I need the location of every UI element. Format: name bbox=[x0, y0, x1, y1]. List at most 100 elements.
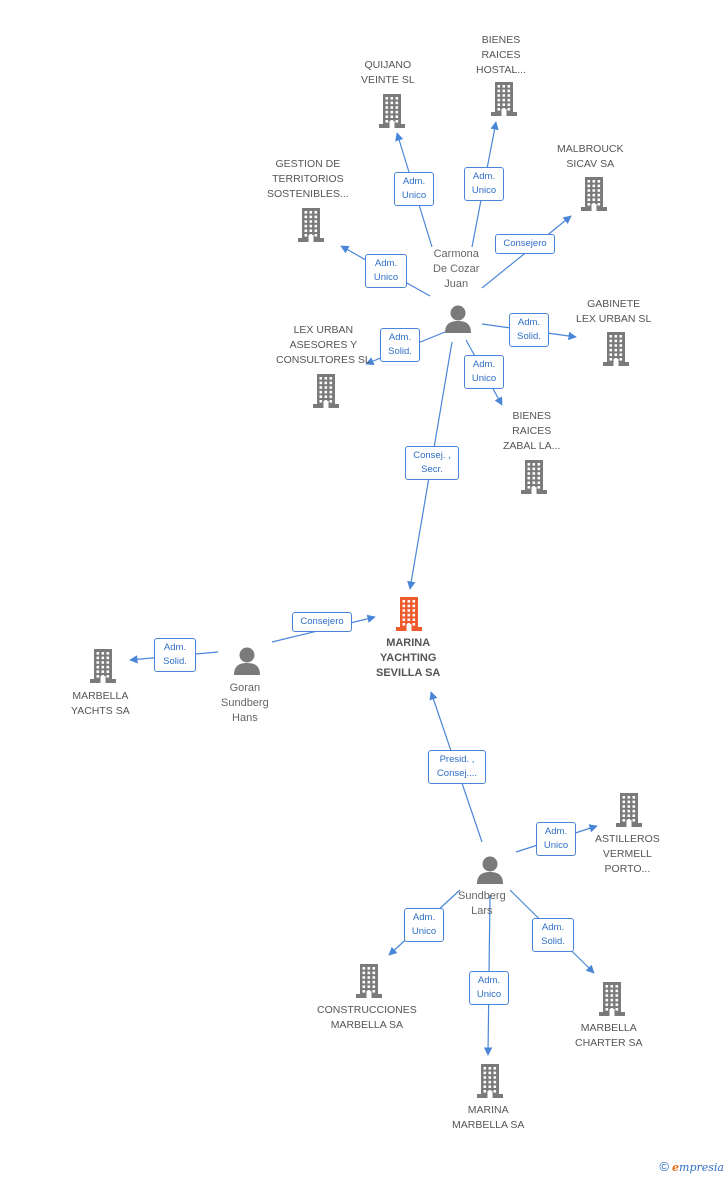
gestion-label-line: GESTION DE bbox=[275, 158, 341, 170]
role-text: Adm. bbox=[541, 922, 565, 933]
bienes-hostal-label-line: RAICES bbox=[481, 49, 521, 61]
role-text: Unico bbox=[471, 185, 497, 196]
gabinete-building-icon[interactable] bbox=[603, 332, 629, 366]
role-text: Adm. bbox=[517, 317, 541, 328]
carmona-gabinete-role-label[interactable]: Adm. Solid. bbox=[509, 313, 549, 347]
carmona-quijano-role-label[interactable]: Adm. Unico bbox=[394, 172, 434, 206]
malbrouck-building-icon[interactable] bbox=[581, 177, 607, 211]
role-text: Unico bbox=[411, 926, 437, 937]
carmona-name-line: Juan bbox=[444, 278, 469, 290]
carmona-malbrouck-role-label[interactable]: Consejero bbox=[495, 234, 555, 254]
carmona-zabal-role-label[interactable]: Adm.Unico bbox=[464, 355, 504, 389]
role-text: Adm. bbox=[472, 171, 496, 182]
bienes-zabal-label-line: BIENES bbox=[512, 410, 551, 422]
malbrouck-label-line: SICAV SA bbox=[566, 158, 615, 170]
sundberg-name-line: Sundberg bbox=[458, 890, 506, 902]
marbella-yachts-label[interactable]: MARBELLA YACHTS SA bbox=[71, 689, 130, 719]
bienes-hostal-building-icon[interactable] bbox=[491, 82, 517, 116]
astilleros-building-icon[interactable] bbox=[616, 793, 642, 827]
goran-marina-role-label[interactable]: Consejero bbox=[292, 612, 352, 632]
sundberg-astilleros-role-label[interactable]: Adm.Unico bbox=[536, 822, 576, 856]
quijano-label[interactable]: QUIJANO VEINTE SL bbox=[361, 58, 415, 88]
marbella-yachts-building-icon[interactable] bbox=[90, 649, 116, 683]
bienes-hostal-label-line: HOSTAL... bbox=[476, 64, 526, 76]
role-text: Consej. , bbox=[413, 450, 451, 461]
sundberg-name-line: Lars bbox=[471, 905, 493, 917]
lex-urban-building-icon[interactable] bbox=[313, 374, 339, 408]
marina-yachting-label-line: MARINA bbox=[386, 637, 431, 649]
gabinete-label-line: GABINETE bbox=[587, 298, 641, 310]
lex-urban-label-line: LEX URBAN bbox=[293, 324, 354, 336]
role-text: Solid. bbox=[541, 936, 565, 947]
role-text: Consejero bbox=[503, 238, 547, 249]
sundberg-charter-role-label[interactable]: Adm. Solid. bbox=[532, 918, 574, 952]
role-text: Unico bbox=[401, 190, 427, 201]
sundberg-marinamarbella-role-label[interactable]: Adm. Unico bbox=[469, 971, 509, 1005]
role-text: Adm. bbox=[402, 176, 426, 187]
astilleros-label-line: PORTO... bbox=[604, 863, 651, 875]
construcciones-building-icon[interactable] bbox=[356, 964, 382, 998]
role-text: Solid. bbox=[388, 346, 412, 357]
role-text: Unico bbox=[476, 989, 502, 1000]
role-text: Solid. bbox=[517, 331, 541, 342]
marina-yachting-label-line: SEVILLA SA bbox=[376, 667, 441, 679]
role-text: Unico bbox=[373, 272, 399, 283]
astilleros-label[interactable]: ASTILLEROS VERMELL PORTO... bbox=[595, 832, 660, 877]
role-text: Adm. bbox=[412, 912, 436, 923]
role-text: Adm. bbox=[544, 826, 568, 837]
marina-yachting-building-icon[interactable] bbox=[396, 597, 422, 631]
role-text: Solid. bbox=[163, 656, 187, 667]
gestion-building-icon[interactable] bbox=[298, 208, 324, 242]
carmona-person-icon[interactable] bbox=[445, 305, 471, 334]
role-text: Adm. bbox=[163, 642, 187, 653]
marbella-yachts-label-line: YACHTS SA bbox=[71, 705, 130, 717]
quijano-label-line: VEINTE SL bbox=[361, 74, 415, 86]
carmona-hostal-role-label[interactable]: Adm. Unico bbox=[464, 167, 504, 201]
astilleros-label-line: VERMELL bbox=[602, 848, 652, 860]
gestion-label[interactable]: GESTION DE TERRITORIOS SOSTENIBLES... bbox=[267, 157, 349, 202]
role-text: Presid. , bbox=[439, 754, 475, 765]
brand-logo-e[interactable]: e bbox=[672, 1161, 680, 1174]
role-text: Adm. bbox=[477, 975, 501, 986]
role-text: Secr. bbox=[421, 464, 443, 475]
sundberg-construcciones-role-label[interactable]: Adm. Unico bbox=[404, 908, 444, 942]
quijano-label-line: QUIJANO bbox=[364, 59, 412, 71]
role-text: Adm. bbox=[472, 359, 496, 370]
carmona-lexurban-role-label[interactable]: Adm.Solid. bbox=[380, 328, 420, 362]
carmona-marina-role-label[interactable]: Consej. , Secr. bbox=[405, 446, 459, 480]
gestion-label-line: TERRITORIOS bbox=[272, 173, 344, 185]
goran-person-icon[interactable] bbox=[234, 647, 260, 676]
marina-marbella-label-line: MARBELLA SA bbox=[452, 1119, 525, 1131]
goran-name-line: Hans bbox=[232, 712, 258, 724]
construcciones-label-line: CONSTRUCCIONES bbox=[317, 1004, 417, 1016]
lex-urban-label-line: ASESORES Y bbox=[289, 339, 358, 351]
sundberg-person-icon[interactable] bbox=[477, 856, 503, 885]
marbella-charter-building-icon[interactable] bbox=[599, 982, 625, 1016]
marbella-yachts-label-line: MARBELLA bbox=[72, 690, 129, 702]
goran-yachts-role-label[interactable]: Adm. Solid. bbox=[154, 638, 196, 672]
icons bbox=[90, 82, 642, 1098]
carmona-gestion-role-label[interactable]: Adm.Unico bbox=[365, 254, 407, 288]
sundberg-marina-role-label[interactable]: Presid. , Consej.... bbox=[428, 750, 486, 784]
role-text: Consej.... bbox=[436, 768, 478, 779]
astilleros-label-line: ASTILLEROS bbox=[595, 833, 660, 845]
gestion-label-line: SOSTENIBLES... bbox=[267, 188, 349, 200]
bienes-zabal-label-line: ZABAL LA... bbox=[503, 440, 561, 452]
brand-logo-text[interactable]: mpresia bbox=[679, 1161, 724, 1174]
bienes-zabal-building-icon[interactable] bbox=[521, 460, 547, 494]
quijano-building-icon[interactable] bbox=[379, 94, 405, 128]
marina-marbella-building-icon[interactable] bbox=[477, 1064, 503, 1098]
carmona-name-line: De Cozar bbox=[433, 263, 480, 275]
